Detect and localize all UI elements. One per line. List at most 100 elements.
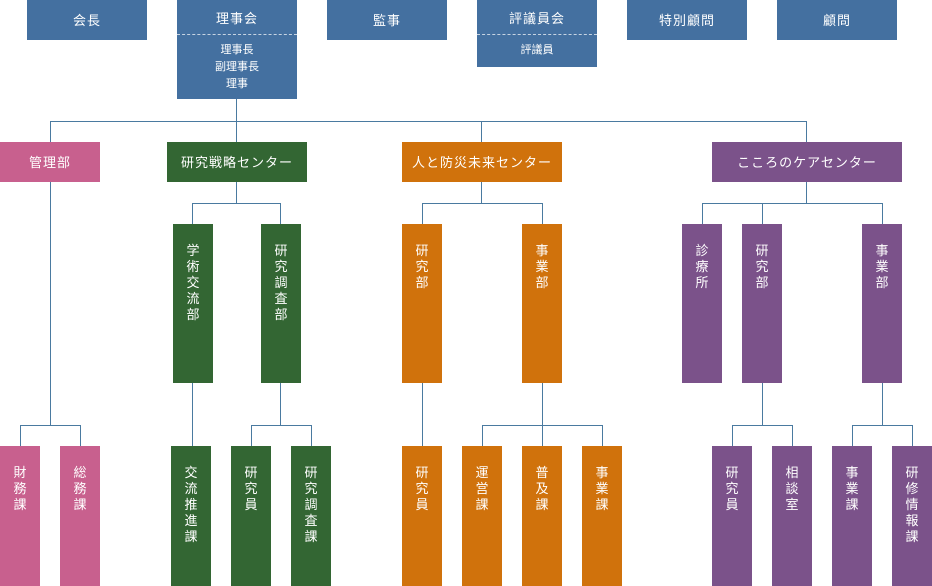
dept-label: 事 業 部 [875, 244, 889, 291]
connector-admin-bar [20, 425, 81, 426]
section-label: 交 流 推 進 課 [184, 466, 198, 545]
strategy-section: 研 究 調 査 課 [291, 446, 331, 586]
connector [852, 425, 853, 446]
strategy-division: 研究戦略センター [167, 142, 307, 182]
board-box: 理事会 理事長 副理事長 理事 [177, 0, 297, 99]
board-member: 理事長 [220, 43, 254, 56]
connector [280, 203, 281, 224]
section-label: 財 務 課 [13, 466, 27, 513]
counselor-box: 顧問 [777, 0, 897, 40]
disaster-dept: 事 業 部 [522, 224, 562, 383]
connector [481, 182, 482, 204]
admin-section: 財 務 課 [0, 446, 40, 586]
care-division: こころのケアセンター [712, 142, 902, 182]
care-section: 研 究 員 [712, 446, 752, 586]
strategy-dept: 研 究 調 査 部 [261, 224, 301, 383]
section-label: 研 究 員 [725, 466, 739, 513]
section-label: 運 営 課 [475, 466, 489, 513]
counselor-label: 顧問 [822, 14, 851, 29]
connector [80, 425, 81, 446]
connector [852, 425, 913, 426]
board-member: 副理事長 [215, 60, 259, 73]
section-label: 研 修 情 報 課 [905, 466, 919, 545]
disaster-section: 運 営 課 [462, 446, 502, 586]
section-label: 総 務 課 [73, 466, 87, 513]
care-section: 相 談 室 [772, 446, 812, 586]
advisor-box: 特別顧問 [627, 0, 747, 40]
dept-label: 診 療 所 [695, 244, 709, 291]
council-member: 評議員 [520, 43, 554, 56]
connector [192, 383, 193, 446]
section-label: 研 究 員 [244, 466, 258, 513]
connector [192, 203, 281, 204]
section-label: 普 及 課 [535, 466, 549, 513]
disaster-section: 研 究 員 [402, 446, 442, 586]
advisor-label: 特別顧問 [658, 14, 715, 29]
connector [762, 383, 763, 426]
care-section: 研 修 情 報 課 [892, 446, 932, 586]
connector [542, 383, 543, 426]
connector [422, 203, 423, 224]
connector [20, 425, 21, 446]
connector-admin-trunk [50, 182, 51, 426]
connector [602, 425, 603, 446]
dept-label: 研 究 調 査 部 [274, 244, 288, 323]
connector-care-drop [806, 121, 807, 142]
council-box: 評議員会 評議員 [477, 0, 597, 67]
dept-label: 事 業 部 [535, 244, 549, 291]
connector [251, 425, 312, 426]
connector [236, 182, 237, 204]
connector [280, 383, 281, 426]
connector [882, 203, 883, 224]
connector [542, 203, 543, 224]
admin-division-title: 管理部 [28, 156, 71, 171]
connector [422, 203, 543, 204]
council-divider [477, 34, 597, 35]
connector [882, 383, 883, 426]
connector [482, 425, 483, 446]
disaster-section: 普 及 課 [522, 446, 562, 586]
board-divider [177, 34, 297, 35]
connector-disaster-drop [481, 121, 482, 142]
chair-label: 会長 [72, 14, 101, 29]
connector [732, 425, 733, 446]
dept-label: 研 究 部 [755, 244, 769, 291]
connector [251, 425, 252, 446]
admin-section: 総 務 課 [60, 446, 100, 586]
connector [702, 203, 703, 224]
section-label: 事 業 課 [845, 466, 859, 513]
care-division-title: こころのケアセンター [737, 156, 877, 171]
auditor-box: 監事 [327, 0, 447, 40]
admin-division: 管理部 [0, 142, 100, 182]
care-dept: 事 業 部 [862, 224, 902, 383]
dept-label: 研 究 部 [415, 244, 429, 291]
section-label: 研 究 員 [415, 466, 429, 513]
care-dept: 研 究 部 [742, 224, 782, 383]
strategy-section: 研 究 員 [231, 446, 271, 586]
disaster-dept: 研 究 部 [402, 224, 442, 383]
section-label: 相 談 室 [785, 466, 799, 513]
care-section: 事 業 課 [832, 446, 872, 586]
board-member: 理事 [226, 77, 248, 90]
connector [732, 425, 793, 426]
connector [806, 182, 807, 204]
connector [762, 203, 763, 224]
connector [702, 203, 883, 204]
disaster-section: 事 業 課 [582, 446, 622, 586]
connector [542, 425, 543, 446]
disaster-division: 人と防災未来センター [402, 142, 562, 182]
connector [792, 425, 793, 446]
council-title: 評議員会 [508, 12, 565, 27]
section-label: 研 究 調 査 課 [304, 466, 318, 545]
connector-admin-drop [50, 121, 51, 142]
strategy-section: 交 流 推 進 課 [171, 446, 211, 586]
auditor-label: 監事 [372, 14, 401, 29]
connector-main-horizontal [50, 121, 807, 122]
connector-board-down [236, 99, 237, 122]
disaster-division-title: 人と防災未来センター [411, 156, 552, 171]
strategy-dept: 学 術 交 流 部 [173, 224, 213, 383]
dept-label: 学 術 交 流 部 [186, 244, 200, 323]
chair-box: 会長 [27, 0, 147, 40]
section-label: 事 業 課 [595, 466, 609, 513]
